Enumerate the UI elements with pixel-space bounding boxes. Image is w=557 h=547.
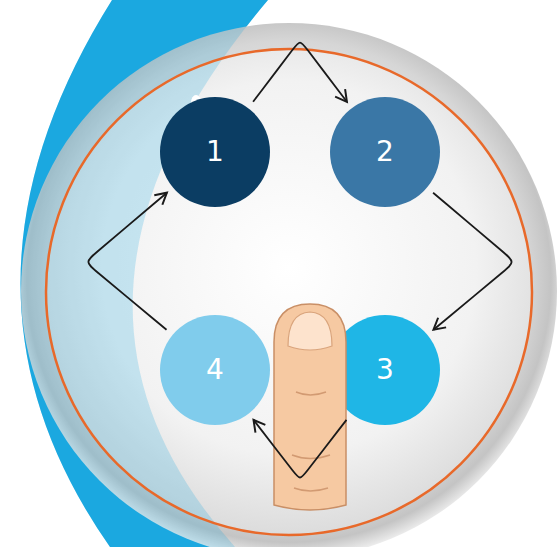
cycle-arrow xyxy=(433,193,512,330)
circle-fill xyxy=(330,97,440,207)
circle-fill xyxy=(160,315,270,425)
cycle-arrow xyxy=(253,43,347,102)
cycle-arrow xyxy=(254,420,347,478)
pointing-finger xyxy=(274,304,346,510)
step-number: 3 xyxy=(376,356,394,384)
finger-shape xyxy=(274,304,346,510)
finger-crease xyxy=(296,392,326,395)
step-circle: 4 xyxy=(160,315,270,425)
step-number: 4 xyxy=(206,356,224,384)
step-number: 2 xyxy=(376,138,394,166)
finger-crease xyxy=(294,488,328,491)
step-circle: 3 xyxy=(330,315,440,425)
step-circle: 2 xyxy=(330,97,440,207)
step-number: 1 xyxy=(206,138,224,166)
circle-fill xyxy=(330,315,440,425)
circle-fill xyxy=(160,97,270,207)
orange-ring xyxy=(46,49,532,535)
cycle-arrow xyxy=(88,193,167,330)
swoosh-tint xyxy=(20,0,268,547)
finger-nail xyxy=(288,312,332,350)
step-circle: 1 xyxy=(160,97,270,207)
finger-crease xyxy=(292,455,330,459)
